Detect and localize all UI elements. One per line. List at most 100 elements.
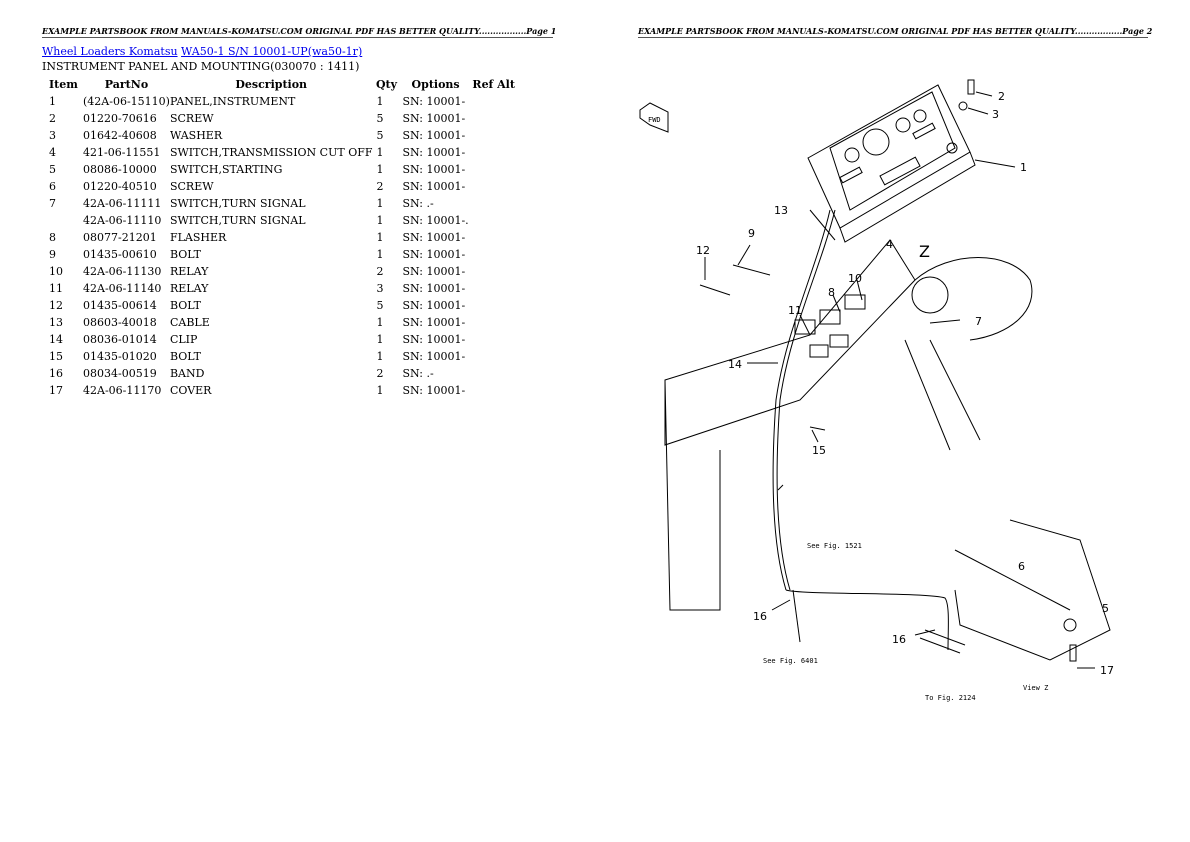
svg-text:6: 6 [1018,560,1025,573]
cell-item: 10 [49,264,63,278]
cell-options: SN: 10001- [402,298,466,312]
callout-leaders [704,209,1095,669]
cell-options: SN: 10001- [402,128,466,142]
cell-ref-alt [469,195,519,212]
cell-description: SWITCH,STARTING [169,162,283,176]
cell-options: SN: 10001- [402,264,466,278]
cell-options: SN: 10001- [402,281,466,295]
cell-ref-alt [469,365,519,382]
svg-text:17: 17 [1100,664,1114,677]
cell-item: 2 [49,111,56,125]
cell-options: SN: .- [402,366,434,380]
screw-washer-drawing [958,79,1016,168]
svg-text:16: 16 [892,633,906,646]
cell-options: SN: 10001- [402,315,466,329]
cell-item: 13 [49,315,63,329]
note-to-fig-2124: To Fig. 2124 [925,694,976,702]
parts-table: Item PartNo Description Qty Options Ref … [43,76,519,399]
instrument-panel-drawing [807,84,976,243]
cell-options: SN: 10001- [402,111,466,125]
svg-text:12: 12 [696,244,710,257]
cell-options: SN: 10001- [402,383,466,397]
svg-text:13: 13 [774,204,788,217]
cell-qty: 1 [376,349,384,363]
svg-text:4: 4 [886,238,893,251]
cell-ref-alt [469,212,519,229]
table-header-row: Item PartNo Description Qty Options Ref … [43,76,519,93]
cell-item: 1 [49,94,56,108]
cell-partno: 08603-40018 [83,315,157,329]
cell-partno: 42A-06-11140 [83,281,162,295]
cell-ref-alt [469,161,519,178]
cell-partno: 01220-70616 [83,111,157,125]
breadcrumb: Wheel Loaders Komatsu WA50-1 S/N 10001-U… [42,45,362,59]
page-1-header: EXAMPLE PARTSBOOK FROM MANUALS-KOMATSU.C… [42,26,557,38]
cell-qty: 2 [376,264,384,278]
cell-partno: 08086-10000 [83,162,157,176]
cell-qty: 1 [376,145,384,159]
cell-item: 14 [49,332,63,346]
svg-text:9: 9 [748,227,755,240]
cell-ref-alt [469,314,519,331]
cell-description: WASHER [169,128,223,142]
cell-qty: 1 [376,213,384,227]
cell-options: SN: 10001- [402,162,466,176]
cell-qty: 2 [376,366,384,380]
cell-description: SWITCH,TURN SIGNAL [169,213,306,227]
svg-text:FWD: FWD [648,116,661,124]
cell-options: SN: 10001- [402,230,466,244]
section-title: INSTRUMENT PANEL AND MOUNTING(030070 : 1… [42,60,360,73]
svg-text:1: 1 [1020,161,1027,174]
parts-diagram: FWD [630,70,1160,720]
cell-options: SN: 10001- [402,247,466,261]
note-see-fig-6401: See Fig. 6401 [763,657,818,665]
col-header-ref-alt: Ref Alt [472,78,515,91]
cell-partno: 42A-06-11130 [83,264,162,278]
cell-description: BOLT [169,349,202,363]
cell-options: SN: 10001- [402,94,466,108]
cell-description: SCREW [169,179,214,193]
cell-partno: 42A-06-11170 [83,383,162,397]
cell-ref-alt [469,229,519,246]
cell-item: 15 [49,349,63,363]
cell-qty: 1 [376,230,384,244]
svg-text:8: 8 [828,286,835,299]
breadcrumb-link-wheel-loaders[interactable]: Wheel Loaders Komatsu [42,45,178,58]
cell-partno: 01435-00610 [83,247,157,261]
col-header-qty: Qty [375,78,398,91]
svg-text:5: 5 [1102,602,1109,615]
svg-text:14: 14 [728,358,742,371]
cell-partno: (42A-06-15110) [83,94,170,108]
page-2-header: EXAMPLE PARTSBOOK FROM MANUALS-KOMATSU.C… [638,26,1153,38]
cell-options: SN: 10001-. [402,213,469,227]
cell-description: FLASHER [169,230,227,244]
cell-ref-alt [469,93,519,110]
cell-ref-alt [469,280,519,297]
cable-drawing [776,209,836,591]
cell-options: SN: 10001- [402,349,466,363]
breadcrumb-link-model[interactable]: WA50-1 S/N 10001-UP(wa50-1r) [181,45,363,58]
svg-text:11: 11 [788,304,802,317]
cell-ref-alt [469,110,519,127]
svg-text:10: 10 [848,272,862,285]
cell-description: CABLE [169,315,210,329]
cell-description: COVER [169,383,212,397]
cell-ref-alt [469,263,519,280]
cell-ref-alt [469,297,519,314]
cell-options: SN: 10001- [402,332,466,346]
cell-qty: 1 [376,162,384,176]
cell-ref-alt [469,178,519,195]
cell-qty: 5 [376,111,384,125]
col-header-description: Description [235,78,308,91]
